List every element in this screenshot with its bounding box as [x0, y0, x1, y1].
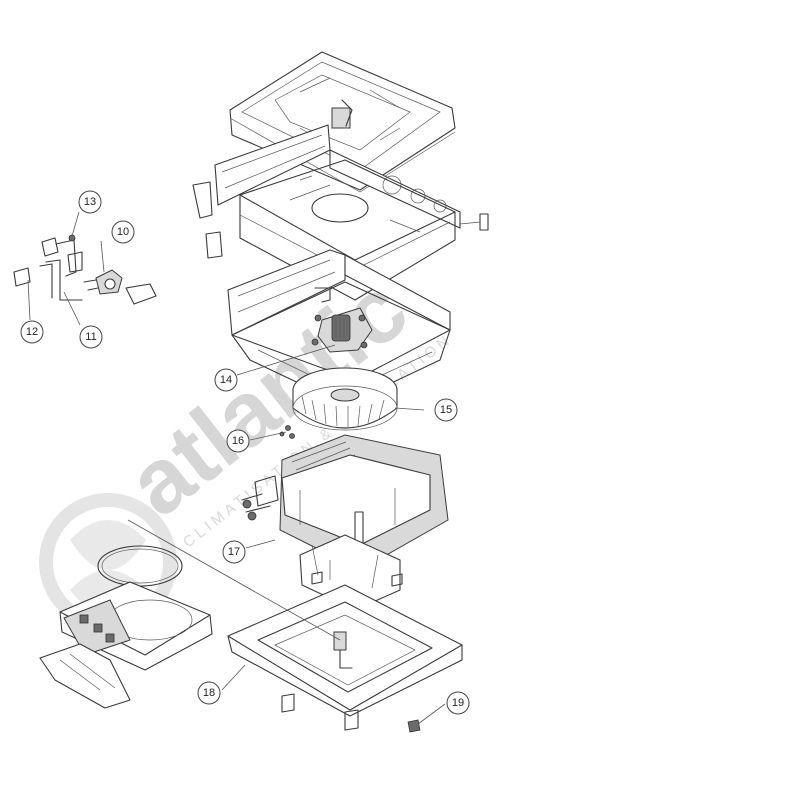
callout-19-label: 19	[452, 697, 464, 709]
callout-11: 11	[79, 325, 103, 349]
callout-16: 16	[226, 429, 250, 453]
callout-12: 12	[20, 320, 44, 344]
callout-14-label: 14	[220, 374, 232, 386]
callout-13-label: 13	[84, 196, 96, 208]
callout-12-label: 12	[26, 326, 38, 338]
callout-10-label: 10	[117, 226, 129, 238]
callout-14: 14	[214, 368, 238, 392]
callout-15: 15	[434, 398, 458, 422]
callout-13: 13	[78, 190, 102, 214]
fan-wheel	[292, 367, 398, 431]
leader-lines	[27, 211, 446, 725]
callout-17: 17	[222, 540, 246, 564]
front-panel-frame	[227, 584, 463, 731]
callout-11-label: 11	[85, 331, 96, 343]
grille-panel	[39, 545, 213, 709]
small-parts	[13, 234, 157, 305]
leader-grille	[127, 519, 341, 641]
callout-10: 10	[111, 220, 135, 244]
screw-19	[407, 719, 421, 733]
callout-17-label: 17	[228, 546, 240, 558]
heat-exchanger	[241, 434, 449, 571]
callout-16-label: 16	[232, 435, 244, 447]
callout-15-label: 15	[440, 404, 452, 416]
motor-frame	[227, 249, 451, 406]
callout-19: 19	[446, 691, 470, 715]
callout-18-label: 18	[203, 687, 215, 699]
callout-18: 18	[197, 681, 221, 705]
housing-box	[192, 124, 489, 301]
drain-pan	[299, 534, 403, 611]
